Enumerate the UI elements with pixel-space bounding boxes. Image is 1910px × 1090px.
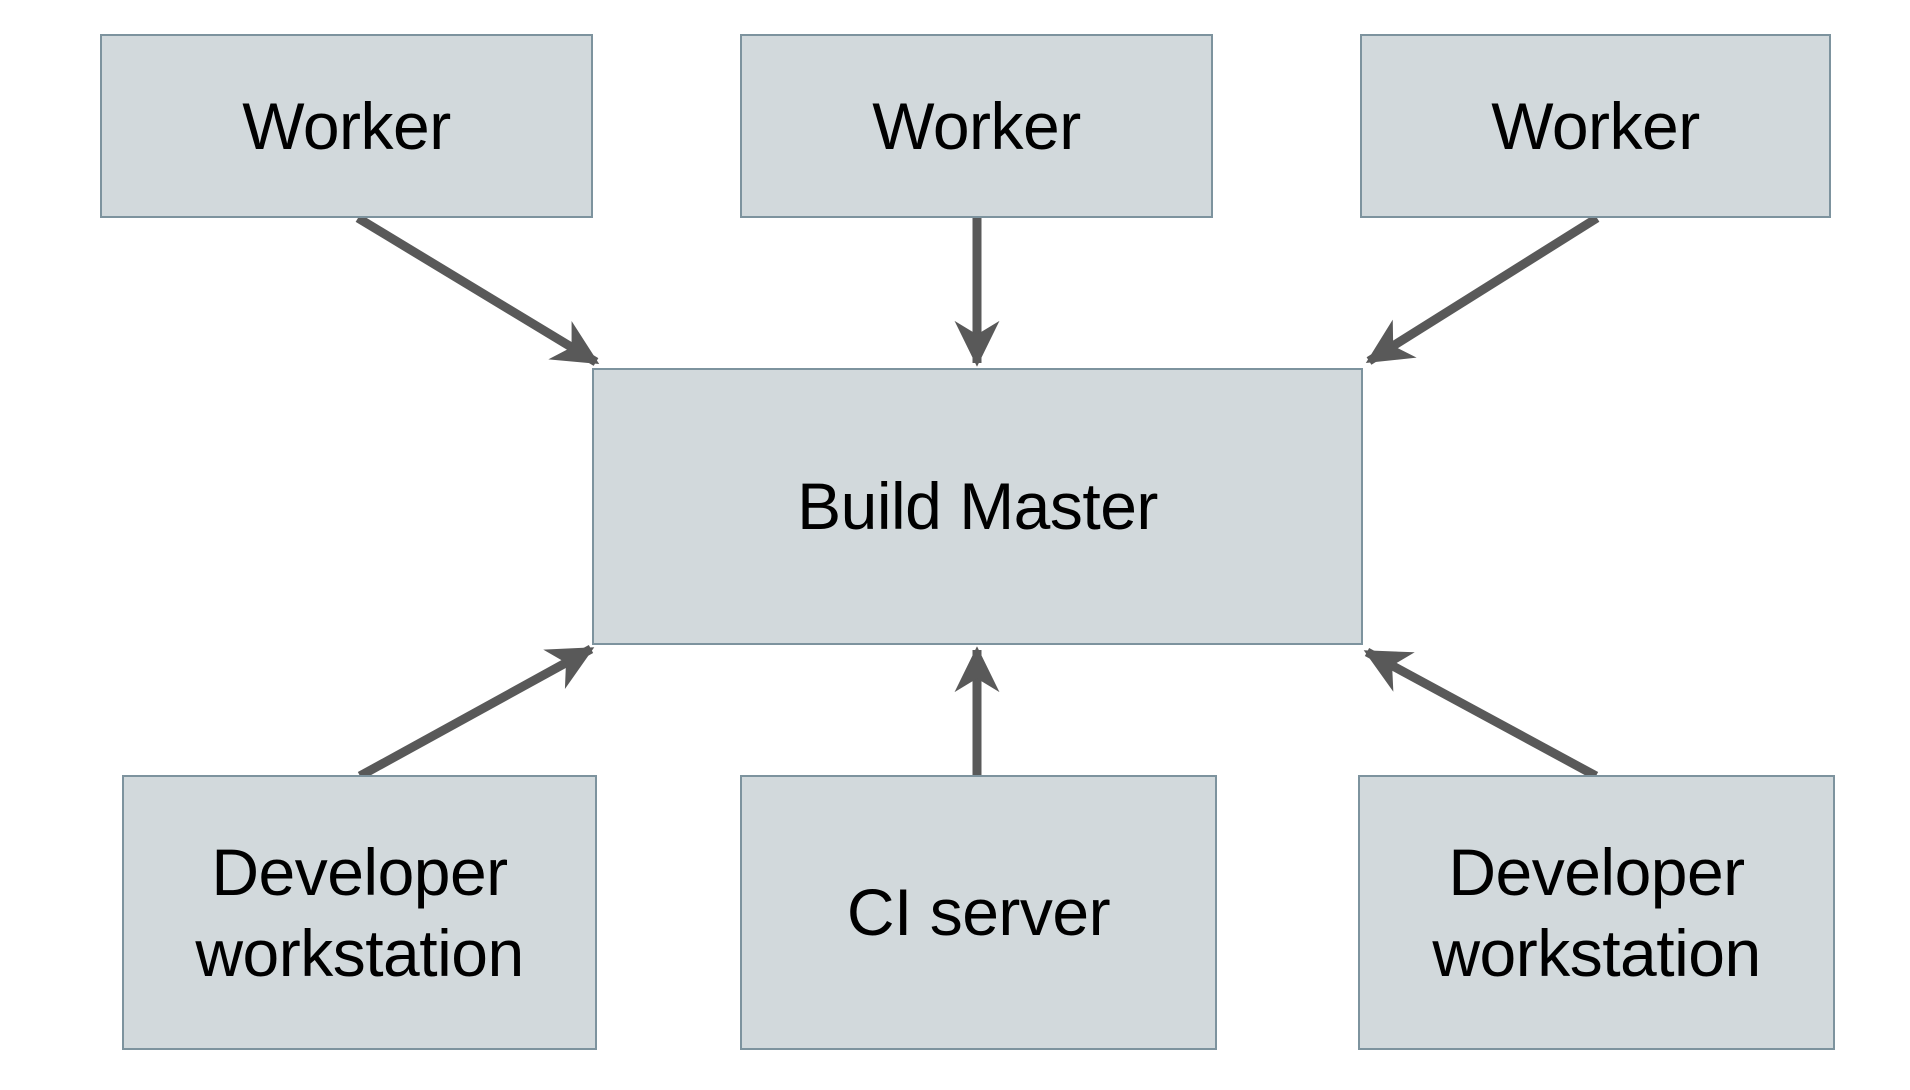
node-worker-2-label: Worker	[872, 88, 1081, 163]
node-build-master[interactable]: Build Master	[592, 368, 1363, 645]
edge-worker-1-to-master	[355, 214, 600, 366]
node-dev-workstation-left-label: Developer workstation	[195, 834, 524, 990]
node-dev-workstation-left[interactable]: Developer workstation	[122, 775, 597, 1050]
node-ci-server-label: CI server	[846, 875, 1111, 950]
node-ci-server[interactable]: CI server	[740, 775, 1217, 1050]
node-dev-workstation-right[interactable]: Developer workstation	[1358, 775, 1835, 1050]
node-worker-2[interactable]: Worker	[740, 34, 1213, 218]
node-worker-1[interactable]: Worker	[100, 34, 593, 218]
node-worker-1-label: Worker	[242, 88, 451, 163]
node-dev-workstation-right-label: Developer workstation	[1432, 834, 1761, 990]
edge-dev-workstation-left-to-master	[357, 645, 595, 780]
node-worker-3[interactable]: Worker	[1360, 34, 1831, 218]
edge-dev-workstation-right-to-master	[1363, 648, 1599, 780]
edge-worker-3-to-master	[1365, 214, 1600, 365]
node-worker-3-label: Worker	[1491, 88, 1700, 163]
node-build-master-label: Build Master	[797, 469, 1158, 544]
